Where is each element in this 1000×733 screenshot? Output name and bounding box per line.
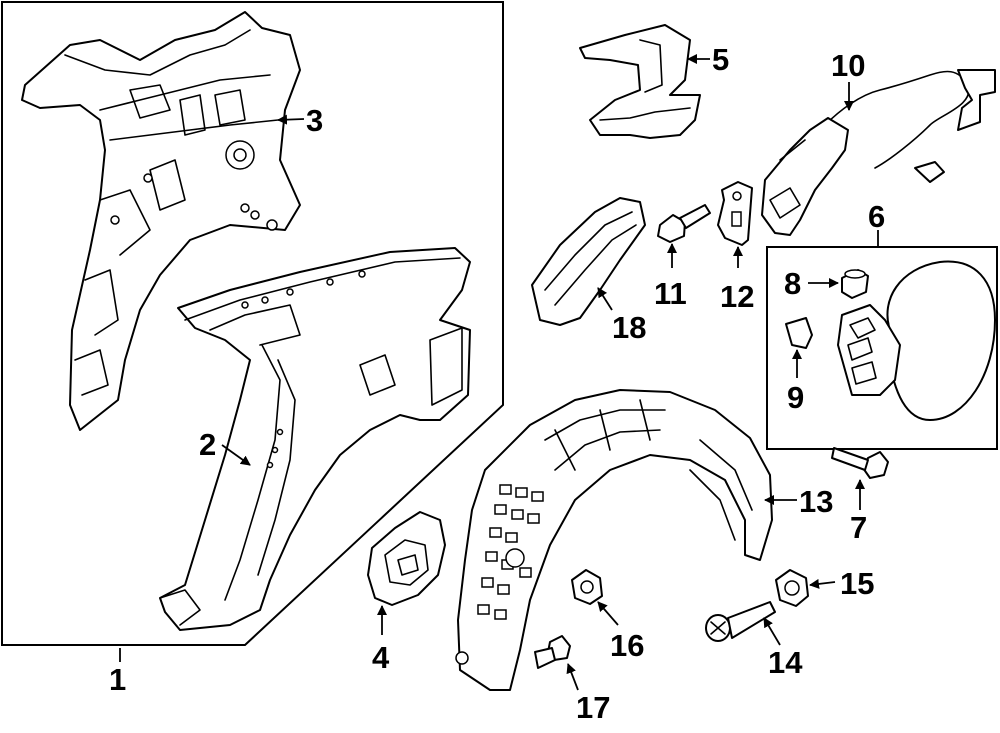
callout-8: 8: [784, 266, 801, 301]
leader-lines: [119, 54, 879, 691]
callout-1: 1: [109, 662, 126, 697]
fuel-door-actuator[interactable]: [761, 69, 996, 236]
callout-7: 7: [850, 510, 867, 545]
bracket[interactable]: [579, 24, 701, 139]
callout-4: 4: [372, 640, 390, 675]
callout-9: 9: [787, 380, 804, 415]
callout-6: 6: [868, 199, 885, 234]
callout-11: 11: [654, 276, 687, 311]
callout-labels: 1 2 3 4 5 6 7 8 9 10 11 12 13 14 15 16 1…: [109, 42, 885, 725]
outer-quarter-panel[interactable]: [159, 247, 471, 631]
screw-14[interactable]: [705, 601, 776, 642]
wheel-house-liner[interactable]: [455, 389, 773, 691]
inner-quarter-panel[interactable]: [21, 11, 301, 431]
nut-16[interactable]: [571, 569, 603, 605]
callout-3: 3: [306, 103, 323, 138]
callout-16: 16: [610, 628, 644, 663]
nut-15[interactable]: [775, 569, 809, 607]
callout-15: 15: [840, 566, 874, 601]
callout-2: 2: [199, 427, 216, 462]
callout-14: 14: [768, 645, 803, 680]
latch-housing[interactable]: [531, 197, 646, 326]
callout-17: 17: [576, 690, 610, 725]
callout-10: 10: [831, 48, 865, 83]
callout-5: 5: [712, 42, 729, 77]
callout-13: 13: [799, 484, 833, 519]
bolt-17[interactable]: [534, 635, 571, 669]
fuel-door[interactable]: [837, 260, 996, 421]
spring-clip-9[interactable]: [785, 317, 813, 349]
liner-slots: [477, 484, 544, 620]
assembly-frame: [1, 1, 504, 646]
callout-12: 12: [720, 279, 754, 314]
bolt-11[interactable]: [657, 204, 711, 243]
callout-18: 18: [612, 310, 646, 345]
bumper-8[interactable]: [841, 269, 869, 299]
fuel-filler-housing[interactable]: [367, 511, 446, 606]
clip-12[interactable]: [717, 181, 753, 246]
screw-7[interactable]: [831, 447, 889, 479]
fuel-door-group-frame: [766, 246, 998, 450]
